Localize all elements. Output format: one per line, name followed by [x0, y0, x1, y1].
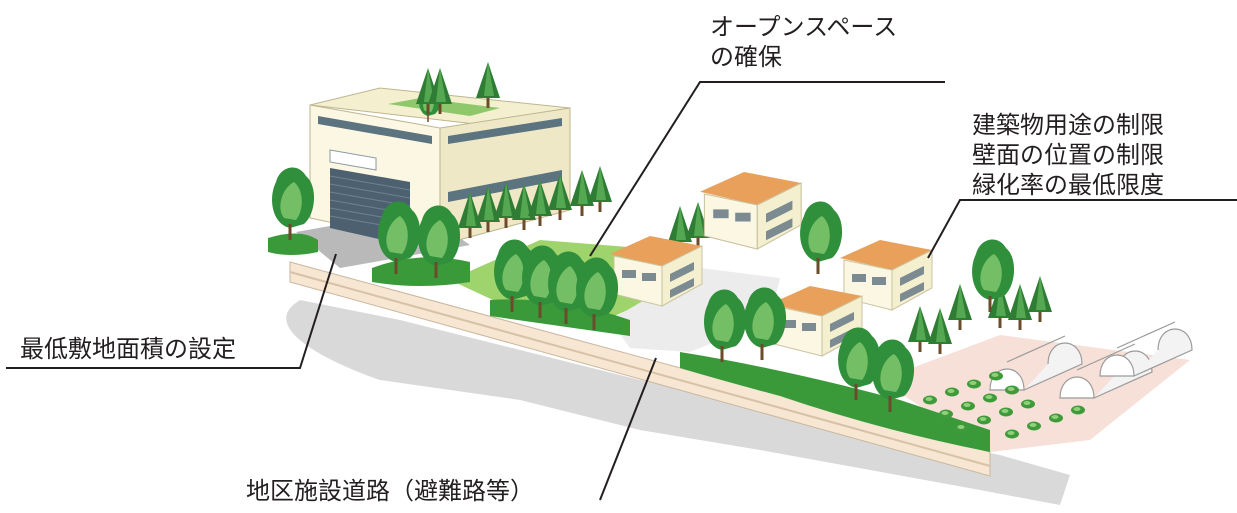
label-wall-position: 壁面の位置の制限 [972, 141, 1164, 169]
label-open-space: オープンスペース の確保 [710, 12, 897, 72]
leader-lines [6, 81, 1237, 501]
leader-min-lot [6, 253, 337, 369]
leader-building-rules [927, 199, 1237, 259]
leader-district-road [599, 357, 657, 501]
label-min-lot-area: 最低敷地面積の設定 [20, 335, 236, 363]
label-building-rules: 建築物用途の制限 壁面の位置の制限 緑化率の最低限度 [972, 110, 1164, 200]
house-2 [699, 171, 802, 250]
label-open-space-line2: の確保 [710, 43, 782, 71]
label-greening-rate: 緑化率の最低限度 [972, 171, 1164, 199]
road-edge [289, 271, 991, 467]
ground-shadow [286, 300, 1070, 505]
label-open-space-line1: オープンスペース [710, 13, 898, 41]
leader-open-space [589, 81, 945, 257]
label-district-road: 地区施設道路（避難路等） [246, 477, 534, 505]
label-building-use: 建築物用途の制限 [972, 111, 1164, 139]
